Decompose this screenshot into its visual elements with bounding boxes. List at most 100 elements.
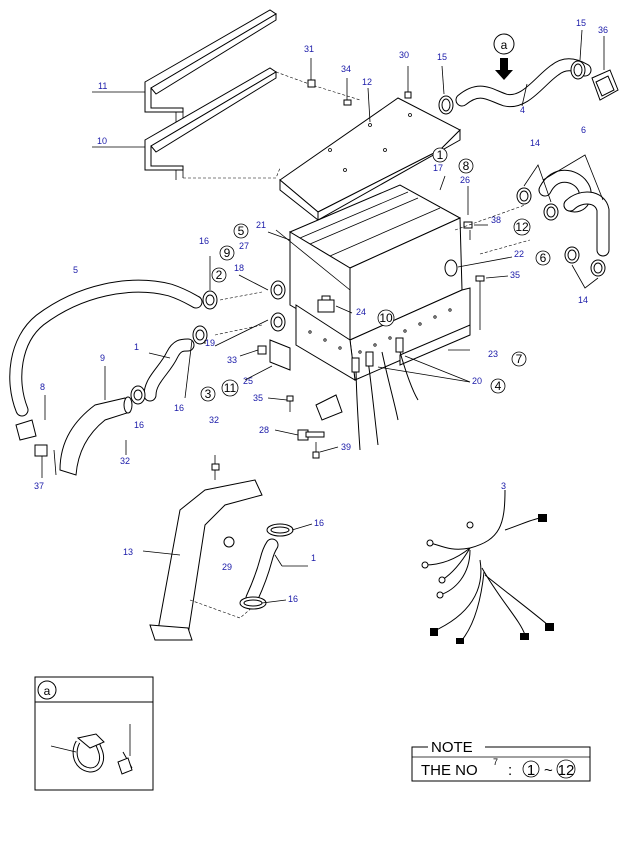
clamp-14-a xyxy=(516,187,532,205)
callout-8: 8 xyxy=(40,382,45,392)
clamp-16-mid xyxy=(192,325,208,345)
valve-24 xyxy=(317,295,335,313)
circled-ref-5: 5 xyxy=(233,223,249,239)
svg-text:10: 10 xyxy=(379,311,393,325)
circled-ref-4: 4 xyxy=(490,378,506,394)
callout-16: 16 xyxy=(134,420,144,430)
callout-29: 29 xyxy=(222,562,232,572)
screw-30 xyxy=(404,66,412,99)
screw-31 xyxy=(307,58,316,88)
callout-14: 14 xyxy=(578,295,588,305)
clip-2 xyxy=(72,733,105,773)
callout-10: 10 xyxy=(97,136,107,146)
callout-25: 25 xyxy=(243,376,253,386)
note-tilde: ~ xyxy=(544,762,553,779)
cap-8 xyxy=(15,419,37,441)
circled-refs: 1 8 5 9 2 12 6 10 7 3 11 4 xyxy=(200,147,551,402)
circled-ref-6: 6 xyxy=(535,250,551,266)
wiring-harness-3 xyxy=(421,489,554,644)
cables-20 xyxy=(351,337,419,451)
clamp-14-c xyxy=(564,246,580,264)
circled-ref-9: 9 xyxy=(219,245,235,261)
note-title: NOTE xyxy=(431,739,473,756)
duct-9 xyxy=(59,396,133,476)
callout-4: 4 xyxy=(520,105,525,115)
svg-text:12: 12 xyxy=(515,220,529,234)
detail-box-a: a xyxy=(34,676,154,791)
circled-ref-8: 8 xyxy=(458,158,474,174)
callout-35: 35 xyxy=(510,270,520,280)
clamp-15-right xyxy=(570,60,586,80)
circled-ref-12: 12 xyxy=(513,218,531,236)
callout-labels: 31 30 15 15 36 34 12 11 10 4 14 6 17 26 … xyxy=(34,18,608,751)
svg-text:11: 11 xyxy=(224,381,237,395)
hose-5 xyxy=(9,279,203,417)
hose-4 xyxy=(455,58,592,108)
callout-20: 20 xyxy=(472,376,482,386)
view-arrow-a xyxy=(495,58,513,80)
svg-text:2: 2 xyxy=(216,268,223,282)
sensor-38 xyxy=(463,221,473,229)
circled-ref-3: 3 xyxy=(200,386,216,402)
callout-33: 33 xyxy=(227,355,237,365)
clip-37 xyxy=(34,444,48,457)
callout-38: 38 xyxy=(491,215,501,225)
callout-16: 16 xyxy=(314,518,324,528)
bracket-10 xyxy=(144,67,277,180)
callout-15: 15 xyxy=(437,52,447,62)
callout-22: 22 xyxy=(514,249,524,259)
callout-27: 27 xyxy=(239,241,249,251)
note-line-prefix: THE NO xyxy=(421,762,478,779)
svg-text:7: 7 xyxy=(516,352,523,366)
callout-24: 24 xyxy=(356,307,366,317)
heater-unit-17 xyxy=(288,184,471,381)
callout-16: 16 xyxy=(174,403,184,413)
callout-39: 39 xyxy=(341,442,351,452)
circled-ref-2: 2 xyxy=(211,267,227,283)
svg-text:9: 9 xyxy=(224,246,231,260)
svg-text:a: a xyxy=(501,38,508,52)
callout-26: 26 xyxy=(460,175,470,185)
fitting-lower xyxy=(270,312,286,332)
svg-text:8: 8 xyxy=(463,159,470,173)
bracket-foot xyxy=(315,394,343,421)
callout-12: 12 xyxy=(362,77,372,87)
bracket-11 xyxy=(144,9,277,122)
callout-30: 30 xyxy=(399,50,409,60)
callout-34: 34 xyxy=(341,64,351,74)
screw-35-right xyxy=(475,275,485,330)
callout-31: 31 xyxy=(304,44,314,54)
screw-35-left xyxy=(286,395,294,412)
circled-ref-7: 7 xyxy=(511,351,527,367)
callout-5: 5 xyxy=(73,265,78,275)
callout-9: 9 xyxy=(100,353,105,363)
svg-text:3: 3 xyxy=(205,387,212,401)
circled-ref-1: 1 xyxy=(432,147,448,163)
hose-1-lower xyxy=(245,538,279,605)
view-marker-a: a xyxy=(493,33,515,55)
screw-34 xyxy=(343,78,352,106)
clamp-14-b xyxy=(543,203,559,221)
hose-1-upper xyxy=(143,338,195,402)
callout-16: 16 xyxy=(199,236,209,246)
callout-14: 14 xyxy=(530,138,540,148)
clip-28 xyxy=(297,429,325,441)
svg-text:4: 4 xyxy=(495,379,502,393)
clamp-14-d xyxy=(590,259,606,277)
callout-6: 6 xyxy=(581,125,586,135)
callout-36: 36 xyxy=(598,25,608,35)
callout-21: 21 xyxy=(256,220,266,230)
note-box: NOTE THE NO 7 : 1 ~ 12 xyxy=(411,739,591,782)
note-colon: : xyxy=(508,762,512,779)
callout-18: 18 xyxy=(234,263,244,273)
screw-32-detail xyxy=(117,751,133,775)
leader-lines xyxy=(41,175,531,604)
callout-19: 19 xyxy=(205,338,215,348)
clamp-15-left xyxy=(438,95,454,115)
callout-35: 35 xyxy=(253,393,263,403)
cover-plate-12 xyxy=(279,97,461,222)
unit-rivets xyxy=(308,308,452,354)
clamp-16-lower xyxy=(130,385,146,405)
